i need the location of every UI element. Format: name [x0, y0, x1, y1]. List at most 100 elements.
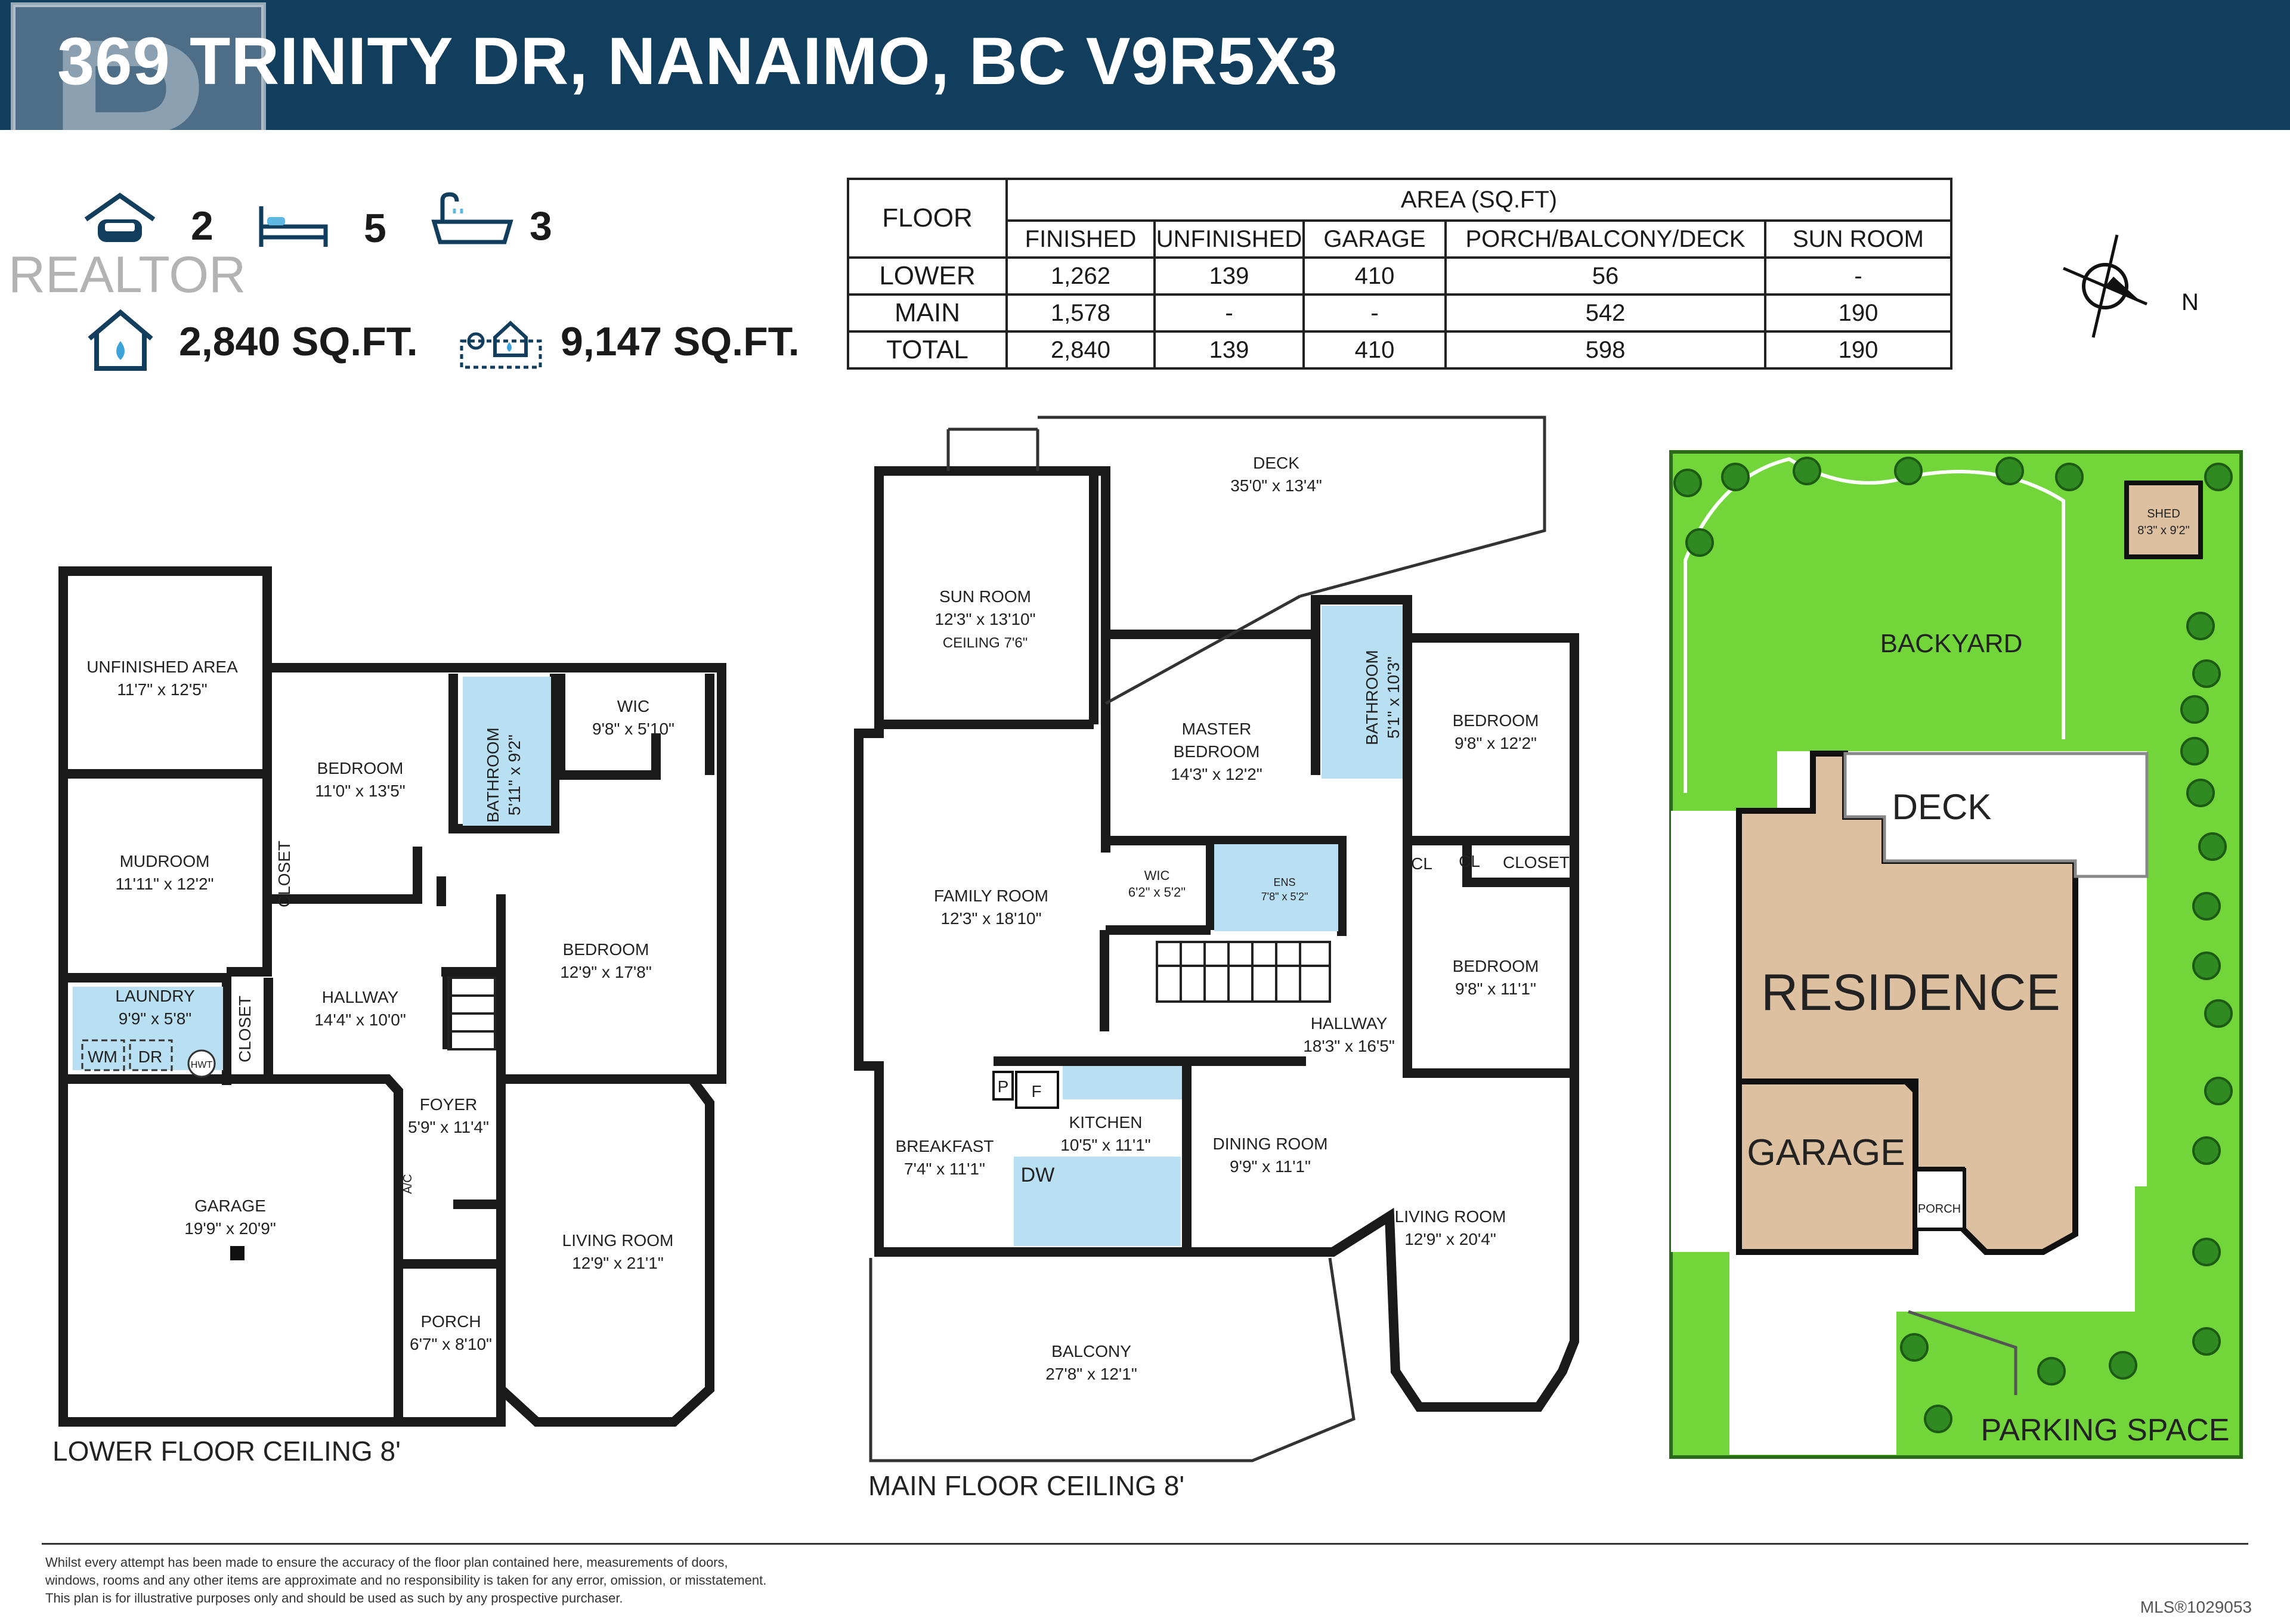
room-dims: 11'7" x 12'5"	[117, 680, 207, 699]
compass-icon: N	[2063, 234, 2199, 338]
lower-floor-caption: LOWER FLOOR CEILING 8'	[52, 1436, 401, 1467]
closet-label: CLOSET	[275, 841, 293, 907]
room-dims: 5'11" x 9'2"	[505, 734, 524, 816]
parking-label: PARKING SPACE	[1980, 1413, 2229, 1448]
disclaimer-line: windows, rooms and any other items are a…	[45, 1573, 767, 1588]
dishwasher-label: DW	[1021, 1164, 1055, 1186]
cl-label: CL	[1459, 852, 1480, 870]
room-extra: CEILING 7'6"	[943, 635, 1028, 651]
room-dims: 9'8" x 11'1"	[1455, 980, 1536, 998]
bed-icon	[259, 206, 328, 247]
staircase	[1156, 941, 1331, 1003]
room-label: MUDROOM	[120, 852, 210, 870]
room-label: LAUNDRY	[115, 987, 195, 1005]
room-dims: 19'9" x 20'9"	[184, 1219, 276, 1238]
table-cell: -	[1153, 293, 1305, 333]
trees	[1673, 457, 2233, 1433]
table-row: TOTAL 2,840 139 410 598 190	[847, 330, 1952, 370]
room-label: BREAKFAST	[896, 1137, 994, 1155]
washer-label: WM	[88, 1047, 117, 1066]
closet-label: CLOSET	[1503, 853, 1570, 872]
room-dims: 11'11" x 12'2"	[116, 875, 214, 893]
compass-north-label: N	[2181, 289, 2199, 315]
room-label: BEDROOM	[1174, 742, 1260, 761]
room-label: BEDROOM	[1453, 957, 1539, 975]
room-label: WIC	[1144, 868, 1170, 883]
garage-label: GARAGE	[1747, 1132, 1905, 1173]
deck-fill	[1843, 752, 2149, 878]
porch-fill	[1914, 1168, 1966, 1231]
col-finished: FINISHED	[1005, 219, 1156, 259]
room-dims: 6'7" x 8'10"	[410, 1335, 492, 1353]
ac-label: A/C	[401, 1174, 414, 1194]
table-cell: 410	[1302, 256, 1447, 296]
page-title: 369 TRINITY DR, NANAIMO, BC V9R5X3	[57, 24, 1338, 98]
disclaimer-line: Whilst every attempt has been made to en…	[45, 1555, 728, 1570]
table-cell: 190	[1764, 330, 1952, 370]
deck-label: DECK	[1892, 787, 1992, 827]
room-dims: 7'4" x 11'1"	[904, 1160, 985, 1178]
porch-label: PORCH	[1918, 1202, 1961, 1216]
col-garage: GARAGE	[1302, 219, 1447, 259]
room-dims: 35'0" x 13'4"	[1230, 476, 1322, 495]
room-dims: 12'3" x 13'10"	[934, 610, 1035, 628]
shed-label: SHED	[2147, 507, 2180, 520]
table-cell: 1,262	[1005, 256, 1156, 296]
room-label: GARAGE	[194, 1197, 266, 1215]
balcony-outline	[869, 1257, 1356, 1462]
room-dims: 5'1" x 10'3"	[1384, 656, 1403, 739]
garage-count: 2	[191, 203, 213, 249]
table-cell: -	[1764, 256, 1952, 296]
residence-label: RESIDENCE	[1761, 964, 2060, 1021]
room-dims: 9'9" x 11'1"	[1230, 1157, 1311, 1176]
table-cell: -	[1302, 293, 1447, 333]
room-dims: 12'9" x 17'8"	[560, 963, 652, 981]
room-dims: 7'8" x 5'2"	[1261, 891, 1308, 903]
room-label: BEDROOM	[317, 759, 404, 777]
row-floor: TOTAL	[847, 330, 1008, 370]
room-dims: 14'4" x 10'0"	[314, 1011, 406, 1029]
col-unfinished: UNFINISHED	[1153, 219, 1305, 259]
washer-outline	[81, 1039, 125, 1071]
table-cell: 56	[1444, 256, 1766, 296]
fridge-label: F	[1031, 1082, 1041, 1101]
lower-bathroom-fill	[463, 677, 551, 826]
lower-floor-plan	[58, 566, 726, 1427]
lower-staircase	[447, 977, 496, 1050]
room-label: MASTER	[1182, 720, 1252, 738]
dryer-label: DR	[138, 1047, 162, 1066]
ensuite-fill	[1214, 844, 1338, 931]
room-label: LIVING ROOM	[1395, 1207, 1506, 1226]
main-floor-plan	[854, 466, 1579, 1412]
room-label: FOYER	[420, 1095, 477, 1114]
floor-header: FLOOR	[847, 178, 1008, 259]
house-area: 2,840 SQ.FT.	[179, 319, 418, 364]
area-table: FLOOR AREA (SQ.FT) FINISHED UNFINISHED G…	[847, 178, 1952, 370]
kitchen-island-fill	[1014, 1157, 1181, 1246]
room-dims: 11'0" x 13'5"	[315, 782, 405, 800]
garage-post	[230, 1246, 245, 1260]
room-label: SUN ROOM	[939, 587, 1031, 606]
garage-icon	[84, 193, 156, 242]
room-dims: 5'9" x 11'4"	[408, 1118, 489, 1136]
table-cell: 190	[1764, 293, 1952, 333]
room-dims: 9'8" x 5'10"	[592, 720, 674, 738]
table-cell: 542	[1444, 293, 1766, 333]
room-dims: 12'3" x 18'10"	[940, 909, 1041, 928]
main-floor-caption: MAIN FLOOR CEILING 8'	[868, 1470, 1184, 1501]
room-label: BEDROOM	[1453, 711, 1539, 730]
room-label: UNFINISHED AREA	[86, 658, 238, 676]
table-row: MAIN 1,578 - - 542 190	[847, 293, 1952, 333]
room-dims: 9'8" x 12'2"	[1455, 734, 1537, 752]
room-label: DECK	[1253, 454, 1299, 472]
col-sunroom: SUN ROOM	[1764, 219, 1952, 259]
shed-fill	[2124, 481, 2203, 559]
room-label: BATHROOM	[484, 727, 502, 823]
room-dims: 27'8" x 12'1"	[1045, 1365, 1137, 1383]
table-cell: 598	[1444, 330, 1766, 370]
table-cell: 139	[1153, 256, 1305, 296]
room-dims: 12'9" x 21'1"	[572, 1254, 664, 1272]
house-icon	[88, 309, 153, 371]
room-label: PORCH	[420, 1312, 481, 1331]
